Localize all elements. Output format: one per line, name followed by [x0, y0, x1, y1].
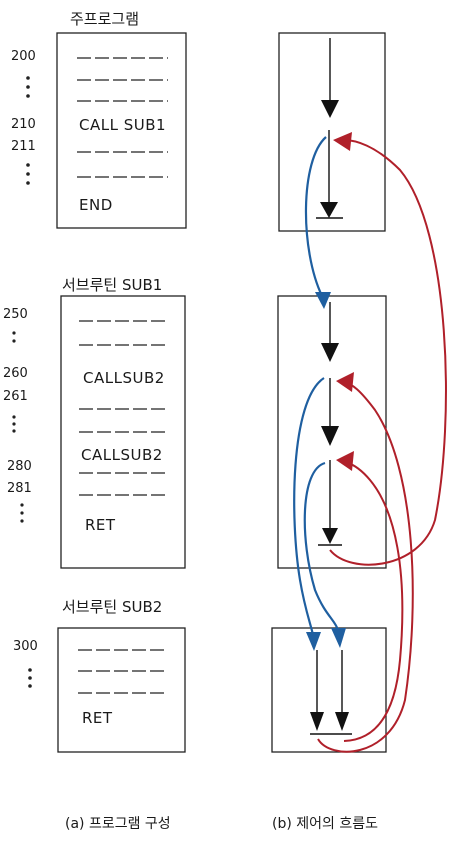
- sub1-title: 서브루틴 SUB1: [62, 276, 162, 294]
- instruction-end: END: [79, 196, 113, 214]
- flow-arrowhead: [335, 712, 349, 731]
- instruction-call-sub2-first: CALLSUB2: [83, 369, 165, 387]
- flow-sub2-box: [271, 627, 387, 753]
- call-arrowhead: [306, 632, 321, 651]
- flow-main-program: [278, 32, 386, 232]
- address-210: 210: [11, 117, 36, 132]
- sub2-box: [57, 627, 186, 753]
- main-program-title: 주프로그램: [70, 10, 139, 28]
- instruction-call-sub2-second: CALLSUB2: [81, 446, 163, 464]
- ellipsis-dots: [28, 668, 32, 688]
- ellipsis-dots: [12, 415, 16, 433]
- address-280: 280: [7, 459, 32, 474]
- return-arrowhead: [336, 451, 354, 471]
- main-program-box: [56, 32, 187, 229]
- sub2-title: 서브루틴 SUB2: [62, 598, 162, 616]
- call-arrowhead: [331, 628, 346, 648]
- instruction-call-sub1: CALL SUB1: [79, 116, 166, 134]
- address-211: 211: [11, 139, 36, 154]
- flow-arrowhead: [321, 426, 339, 446]
- sub1-box: [60, 295, 186, 569]
- flow-sub2: [271, 627, 387, 753]
- address-260: 260: [3, 366, 28, 381]
- return-arrowhead: [333, 132, 352, 151]
- caption-program-structure: (a) 프로그램 구성: [65, 816, 171, 832]
- return-arrowhead: [336, 372, 354, 392]
- address-300: 300: [13, 639, 38, 654]
- address-250: 250: [3, 307, 28, 322]
- flow-arrowhead: [321, 343, 339, 362]
- call-arrowhead: [315, 292, 331, 309]
- call-arrow-main-to-sub1: [304, 136, 327, 297]
- flow-arrowhead: [322, 528, 338, 544]
- flow-arrowhead: [310, 712, 324, 731]
- ellipsis-dots: [26, 163, 30, 185]
- return-arrow-sub1-to-main: [329, 139, 447, 566]
- flow-arrowhead: [320, 202, 338, 218]
- address-200: 200: [11, 49, 36, 64]
- caption-control-flow: (b) 제어의 흐름도: [272, 816, 378, 832]
- main-program-block: 주프로그램 200 210 CALL SUB1 211 END: [11, 10, 187, 229]
- flow-main-box: [278, 32, 386, 232]
- call-arrow-sub1-to-sub2-second: [303, 461, 340, 631]
- subroutine-sub1-block: 서브루틴 SUB1 250 260 CALLSUB2 261 280 CALLS…: [3, 276, 186, 569]
- ellipsis-dots: [20, 503, 24, 523]
- address-261: 261: [3, 389, 28, 404]
- instruction-ret-sub1: RET: [85, 516, 116, 534]
- return-arrow-sub2-to-sub1-second: [343, 461, 404, 742]
- ellipsis-dots: [26, 76, 30, 98]
- subroutine-sub2-block: 서브루틴 SUB2 300 RET: [13, 598, 186, 753]
- address-281: 281: [7, 481, 32, 496]
- call-arrow-sub1-to-sub2-first: [293, 377, 325, 636]
- instruction-ret-sub2: RET: [82, 709, 113, 727]
- ellipsis-dots: [12, 331, 16, 343]
- flow-arrowhead: [321, 100, 339, 118]
- return-arrow-sub2-to-sub1-first: [317, 382, 414, 753]
